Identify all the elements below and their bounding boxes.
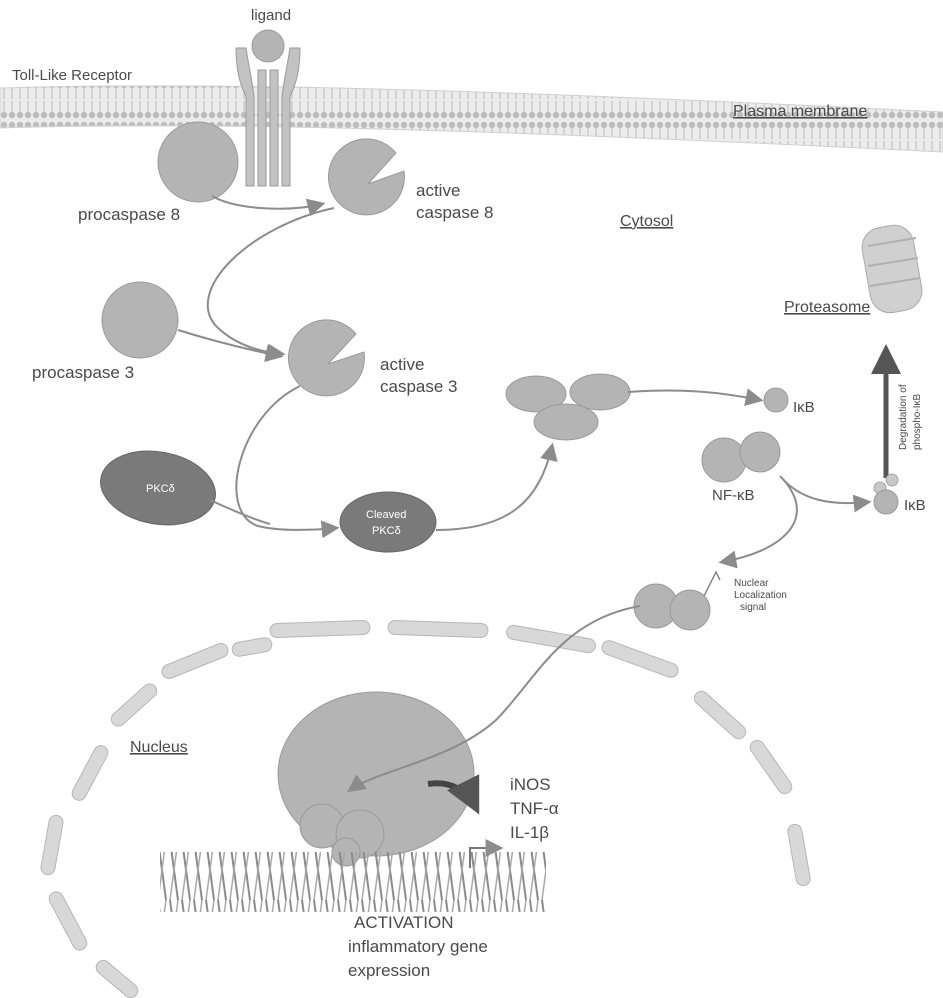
nls-label-1: Nuclear <box>734 578 769 589</box>
proteasome-label: Proteasome <box>784 299 870 316</box>
ikb-lower-label: IκB <box>904 497 926 514</box>
phospho-ikb <box>874 474 898 514</box>
procaspase-3 <box>102 282 178 358</box>
arrow-pkc-to-cleaved <box>210 500 270 524</box>
arrow-cleaved-pkc-to-ikk <box>436 446 552 530</box>
arrow-tlr-to-caspase8 <box>212 196 322 209</box>
pkc-delta-label: PKCδ <box>146 483 175 495</box>
ikb-nfkb-complex <box>702 388 788 482</box>
active-caspase-3-label-2: caspase 3 <box>380 377 458 396</box>
ikb-upper-label: IκB <box>793 399 815 416</box>
nfkb-label: NF-κB <box>712 487 755 504</box>
active-caspase-8-label-2: caspase 8 <box>416 203 494 222</box>
arrow-caspase3-to-cleaved-pkc <box>236 386 336 530</box>
degradation-label-1: Degradation of <box>898 384 909 450</box>
arrow-ikk-to-ikb <box>628 390 760 400</box>
tlr-label: Toll-Like Receptor <box>12 67 132 84</box>
cleaved-pkc-label-1: Cleaved <box>366 509 406 521</box>
active-caspase-8-label-1: active <box>416 181 460 200</box>
nfkb-nls <box>634 572 720 630</box>
plasma-membrane-label: Plasma membrane <box>733 103 867 120</box>
gene-il1b: IL-1β <box>510 823 549 842</box>
cleaved-pkc-label-2: PKCδ <box>372 525 401 537</box>
active-caspase-8 <box>328 139 404 215</box>
active-caspase-3 <box>288 320 364 396</box>
ligand <box>252 30 284 62</box>
activation-label: ACTIVATION <box>354 913 454 932</box>
expression-label-1: inflammatory gene <box>348 937 488 956</box>
active-caspase-3-label-1: active <box>380 355 424 374</box>
nls-label-2: Localization <box>734 590 787 601</box>
degradation-label-2: phospho-IκB <box>912 394 923 450</box>
ikk-complex <box>506 374 630 440</box>
ligand-label: ligand <box>251 7 291 24</box>
arrow-nfkb-to-phospho-ikb <box>780 476 868 503</box>
gene-inos: iNOS <box>510 775 551 794</box>
procaspase-8-label: procaspase 8 <box>78 205 180 224</box>
nls-label-3: signal <box>740 602 766 613</box>
procaspase-3-label: procaspase 3 <box>32 363 134 382</box>
cytosol-label: Cytosol <box>620 213 673 230</box>
gene-tnf: TNF-α <box>510 799 559 818</box>
arrow-procaspase3-to-active <box>178 330 280 356</box>
expression-label-2: expression <box>348 961 430 980</box>
procaspase-8 <box>158 122 238 202</box>
nucleus-label: Nucleus <box>130 739 188 756</box>
dna-helix <box>160 852 546 912</box>
cleaved-pkc-delta <box>340 492 436 552</box>
